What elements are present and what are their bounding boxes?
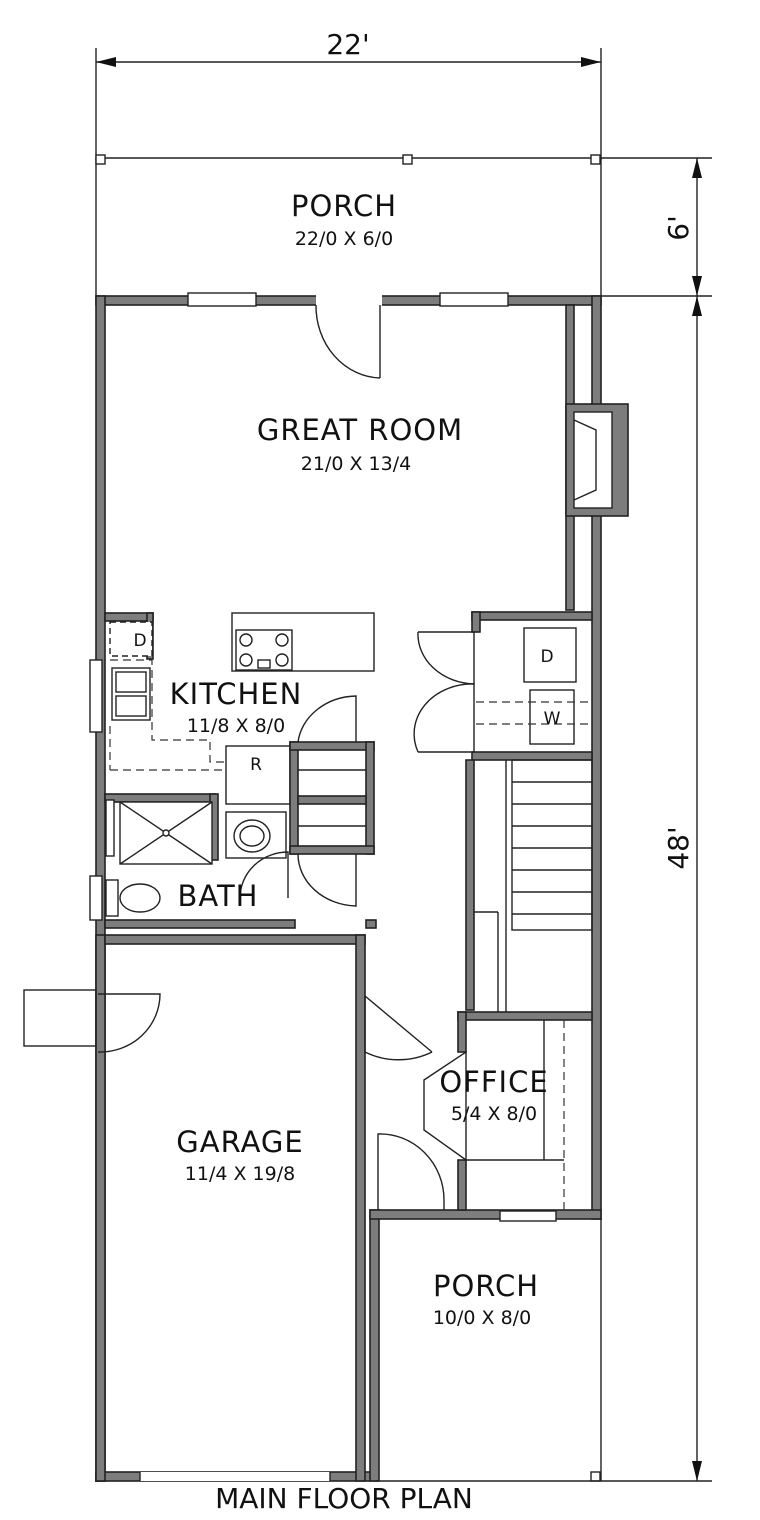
pantry-closets [289,695,375,907]
dryer-label: D [540,647,553,667]
kitchen-label: KITCHEN [170,677,303,711]
rear-porch-size: 10/0 X 8/0 [433,1307,531,1329]
width-dimension-label: 22' [326,28,369,61]
garage-walls [23,934,366,1482]
dishwasher-label: D [133,631,146,651]
front-porch-label: PORCH [291,189,397,223]
garage-label: GARAGE [176,1125,303,1159]
rear-porch-label: PORCH [433,1269,539,1303]
bath-label: BATH [177,879,258,913]
plan-caption: MAIN FLOOR PLAN [215,1482,473,1515]
length-dimension-label: 48' [662,826,695,869]
rear-entry-door [377,1133,445,1210]
office-size: 5/4 X 8/0 [451,1103,537,1125]
front-door [315,295,382,379]
laundry-area [413,611,593,761]
front-porch-size: 22/0 X 6/0 [295,228,393,250]
washer-label: W [544,709,561,729]
kitchen-cabinets [89,612,226,771]
office-walls [423,1011,593,1211]
staircase [465,759,593,1012]
refrigerator [225,745,291,805]
rear-porch-outline [376,1219,602,1482]
porch-depth-dimension-label: 6' [662,215,695,241]
garage-size: 11/4 X 19/8 [185,1163,295,1185]
great-room-label: GREAT ROOM [257,413,463,447]
dimension-lines [95,48,712,1482]
kitchen-size: 11/8 X 8/0 [187,715,285,737]
kitchen-island [231,612,375,672]
great-room-size: 21/0 X 13/4 [301,453,411,475]
bath-fixtures [89,793,377,929]
garage-hall-door [364,995,433,1061]
fireplace [565,304,629,611]
front-windows [187,292,557,1222]
office-label: OFFICE [439,1065,548,1099]
refrigerator-label: R [250,755,262,775]
front-porch-outline [95,154,602,1482]
